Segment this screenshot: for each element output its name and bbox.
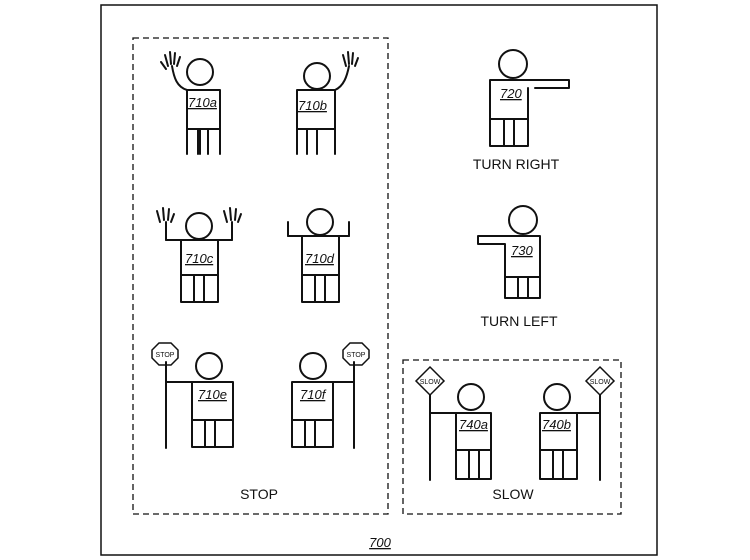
stop-sign-710f (342, 342, 370, 366)
sign-label-740a: SLOW (420, 379, 441, 386)
slow-sign-740a (414, 365, 446, 397)
figure-710b (296, 51, 359, 155)
figure-710c (156, 207, 242, 303)
sign-label-710e: STOP (156, 352, 175, 359)
ref-label-710b: 710b (298, 98, 327, 113)
ref-label-740a: 740a (459, 417, 488, 432)
figure-710e (165, 352, 234, 449)
figure-frame (100, 4, 658, 556)
caption-slow-group: SLOW (492, 486, 534, 502)
figure-740a (429, 383, 492, 481)
ref-label-710c: 710c (185, 251, 214, 266)
figure-710f (291, 352, 355, 449)
slow-sign-740b (584, 365, 616, 397)
figure-740b (539, 383, 601, 481)
figure-730 (477, 205, 541, 299)
stop-sign-710e (151, 342, 179, 366)
ref-label-710f: 710f (300, 387, 327, 402)
caption-turn-left: TURN LEFT (481, 313, 558, 329)
ref-label-730: 730 (511, 243, 533, 258)
caption-turn-right: TURN RIGHT (473, 156, 560, 172)
ref-label-740b: 740b (542, 417, 571, 432)
ref-label-710e: 710e (198, 387, 227, 402)
ref-label-710d: 710d (305, 251, 335, 266)
sign-label-710f: STOP (347, 352, 366, 359)
sign-label-740b: SLOW (590, 379, 611, 386)
figure-710a (160, 51, 221, 155)
ref-label-720: 720 (500, 86, 522, 101)
slow-group-box (402, 359, 622, 515)
ref-label-710a: 710a (188, 95, 217, 110)
stop-group-box (132, 37, 389, 515)
figure-720 (489, 49, 570, 147)
figure-710d (287, 208, 350, 303)
figure-number: 700 (369, 535, 391, 550)
caption-stop-group: STOP (240, 486, 278, 502)
